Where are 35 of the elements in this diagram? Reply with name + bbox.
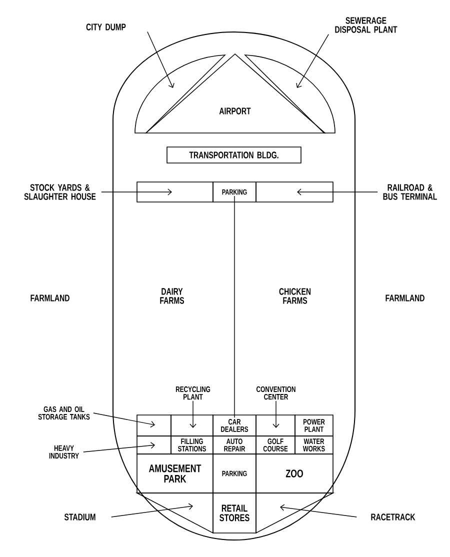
place-label: RAILROAD & BUS TERMINAL — [383, 184, 437, 200]
leader-arrow — [280, 504, 357, 518]
place-label: STADIUM — [64, 514, 96, 520]
leader-arrow — [297, 188, 378, 196]
place-label: CITY DUMP — [86, 24, 126, 30]
zoo-box: ZOO — [256, 454, 334, 494]
leader-arrow — [111, 503, 193, 518]
place-label: RACETRACK — [371, 514, 416, 520]
area-label: CHICKEN FARMS — [279, 288, 311, 304]
leader-arrow — [147, 31, 174, 88]
place-label: CONVENTION CENTER — [256, 386, 296, 400]
leader-arrow — [93, 412, 155, 428]
grid-cell — [136, 436, 172, 454]
grid-cell — [170, 414, 214, 436]
leader-arrow — [296, 34, 329, 88]
grid-cell — [256, 414, 296, 436]
area-label: DAIRY FARMS — [160, 288, 184, 304]
place-label: HEAVY INDUSTRY — [49, 445, 79, 459]
stores-box: RETAIL STORES — [212, 492, 256, 534]
farmland-label: FARMLAND — [30, 294, 70, 302]
place-label: RECYCLING PLANT — [176, 386, 210, 400]
band-cell — [256, 182, 334, 202]
grid-cell — [136, 414, 172, 436]
building-box: TRANSPORTATION BLDG. — [166, 146, 302, 164]
leader-arrow — [272, 400, 280, 428]
farmland-label: FARMLAND — [386, 294, 424, 302]
band-cell — [136, 182, 214, 202]
leader-arrow — [101, 188, 172, 196]
park-box: AMUSEMENT PARK — [136, 454, 214, 494]
leader-arrow — [190, 400, 196, 428]
place-label: STOCK YARDS & SLAUGHTER HOUSE — [24, 184, 96, 200]
place-label: GAS AND OIL STORAGE TANKS — [38, 406, 90, 420]
place-label: SEWERAGE DISPOSAL PLANT — [335, 17, 398, 33]
leader-arrow — [83, 442, 155, 452]
connector-line — [234, 196, 235, 418]
